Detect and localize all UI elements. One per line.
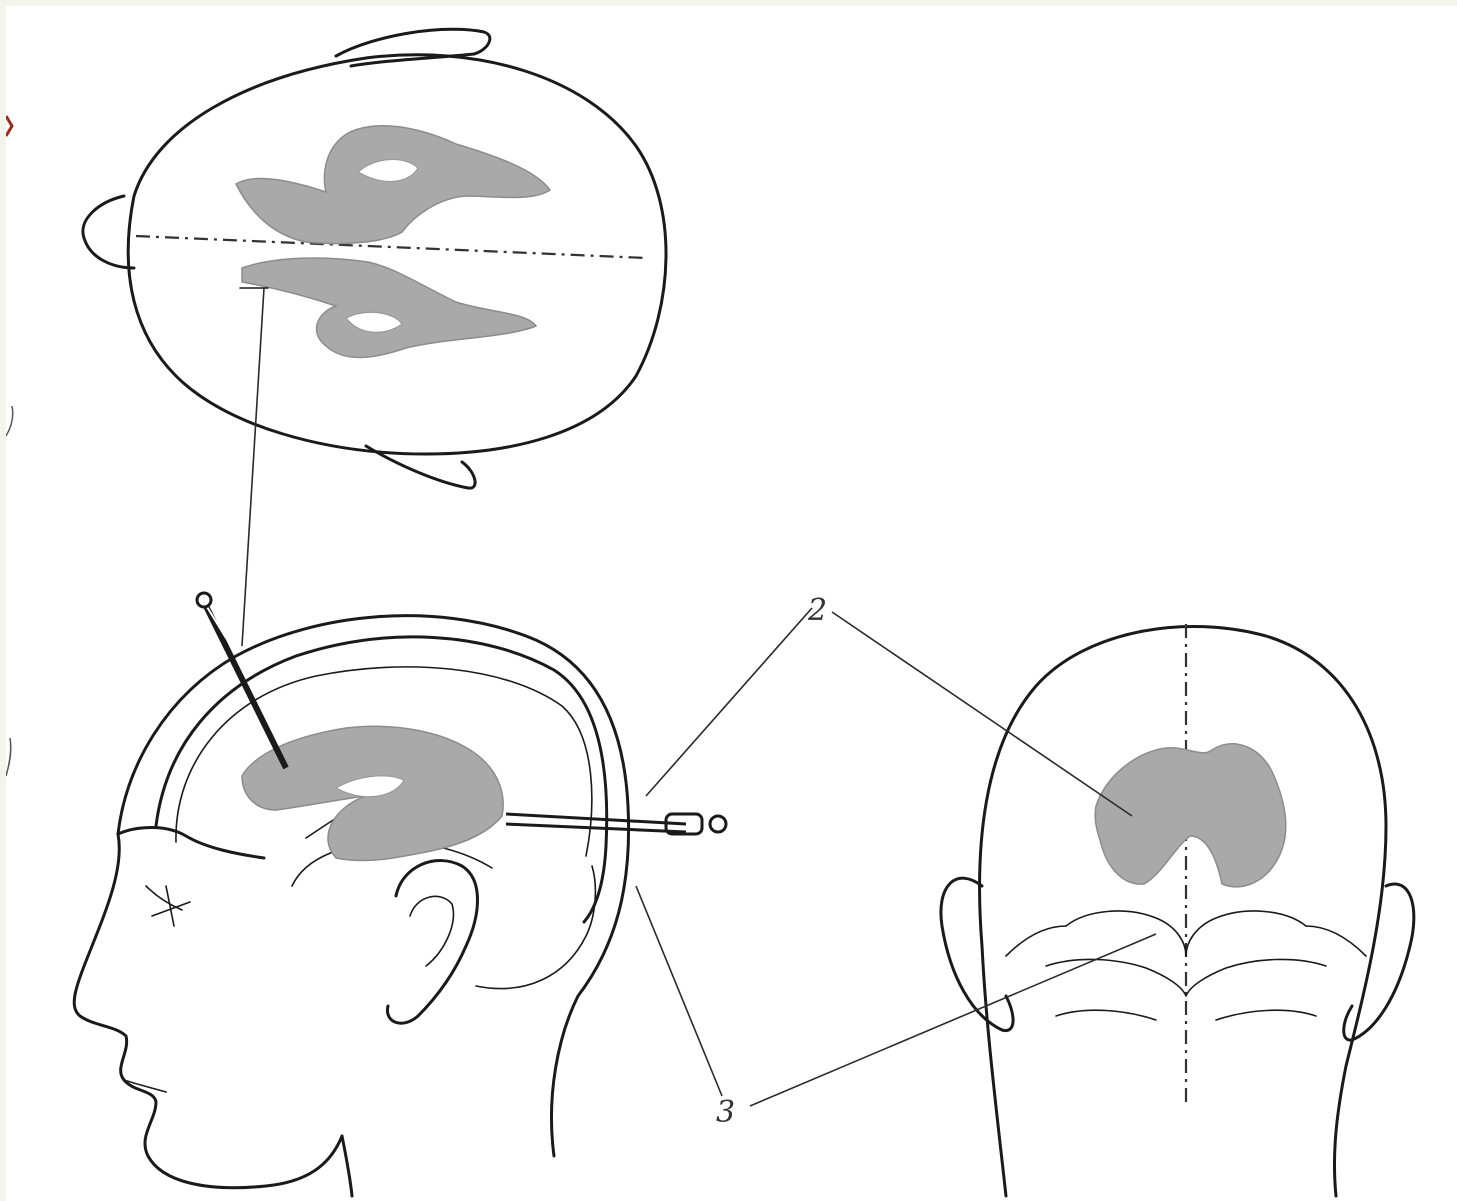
top-view-midline [136,236,646,258]
label-2-group: 2 [646,593,1132,816]
side-view-ear-inner [410,896,453,966]
top-view-outline [128,55,666,454]
top-view-ventricle-lower [242,258,536,357]
ventricle-diagram: 2 3 [6,6,1457,1201]
label-2-leader-left [646,608,812,796]
top-to-side-connector [242,288,264,646]
back-view-ear-left [941,878,1013,1030]
side-view-face [74,834,342,1188]
label-3: 3 [716,1095,735,1130]
label-3-leader-right [750,934,1156,1106]
figure-canvas: 2 3 [6,6,1457,1201]
back-view-head [941,624,1414,1196]
top-view-head [83,29,666,488]
side-view-outline [118,616,629,1156]
label-3-leader-left [636,886,722,1096]
side-view-cerebellum [476,866,595,989]
top-view-ventricle-upper [236,126,550,244]
edge-arc-mark-1 [6,406,13,436]
edge-arc-mark-2 [6,738,11,776]
side-view-eye-cross [152,886,190,926]
back-view-ventricle [1095,744,1285,887]
label-2-leader-right [832,612,1132,816]
label-3-group: 3 [636,886,1156,1130]
back-view-outline [980,626,1386,1196]
top-view-nose [83,196,134,268]
occipital-puncture-needle [506,814,726,834]
side-view-head [74,593,726,1196]
frontal-puncture-needle [197,593,286,768]
side-view-neck [342,1136,352,1196]
side-view-ear [387,861,477,1024]
edge-accent-mark [6,116,12,136]
side-view-brow [118,828,264,859]
